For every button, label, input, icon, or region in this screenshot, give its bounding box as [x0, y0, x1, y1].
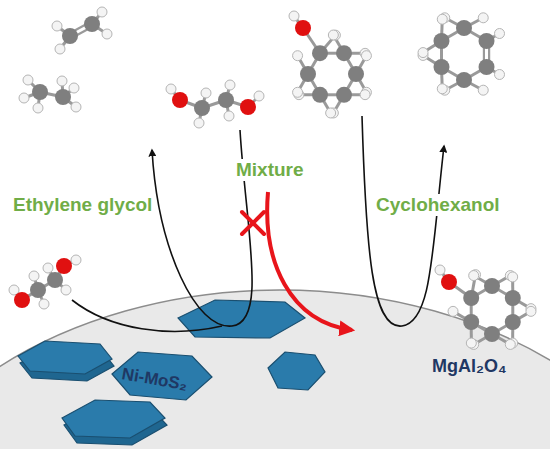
molecule	[418, 13, 504, 95]
reactant-label: Cyclohexanol	[373, 194, 503, 216]
mixture-label: Mixture	[233, 159, 307, 181]
support-label: MgAl₂O₄	[432, 356, 507, 377]
molecule	[435, 265, 536, 349]
molecule	[19, 75, 81, 113]
molecule	[52, 7, 112, 54]
molecule	[166, 80, 264, 128]
mos2-slabs	[18, 300, 325, 445]
support-particle	[0, 290, 550, 449]
molecule	[289, 11, 371, 118]
blocked-path	[242, 192, 352, 330]
molecule	[9, 255, 81, 309]
molecules	[9, 7, 536, 349]
reaction-paths	[72, 116, 444, 331]
reactant-label: Ethylene glycol	[10, 194, 155, 216]
